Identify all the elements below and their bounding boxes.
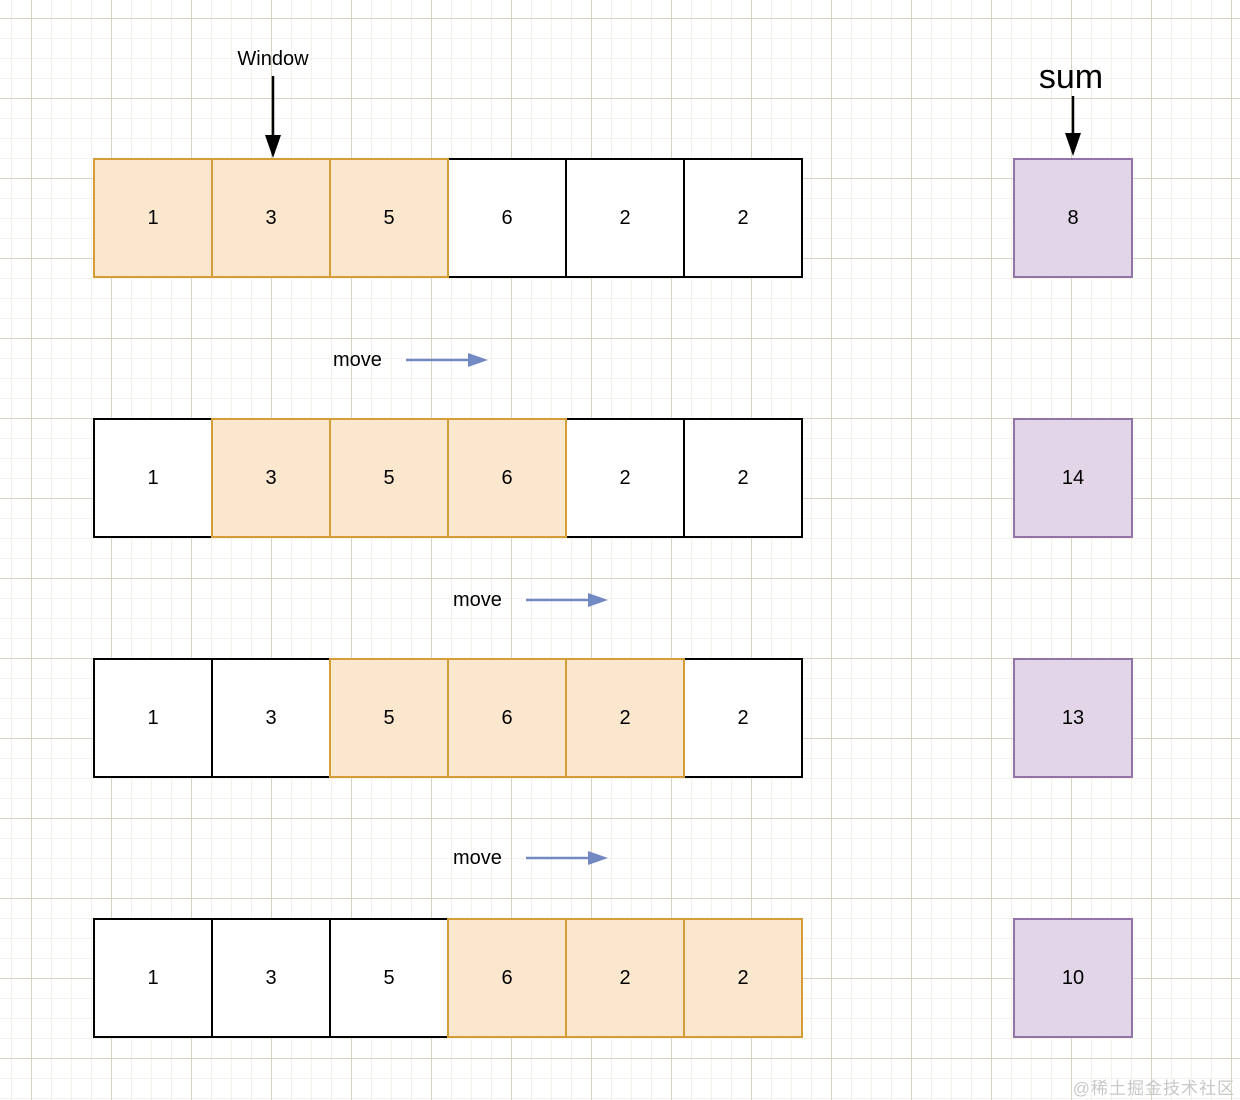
move-label: move [453, 589, 502, 611]
sum-box-1: 8 [1013, 158, 1133, 278]
window-pointer-arrow-icon [265, 76, 281, 158]
array-cell: 5 [329, 658, 449, 778]
move-arrow-icon [525, 593, 608, 607]
window-label: Window [237, 48, 309, 70]
array-cell: 2 [683, 658, 803, 778]
array-cell: 6 [447, 658, 567, 778]
array-cell: 6 [447, 158, 567, 278]
array-cell: 2 [683, 418, 803, 538]
array-cell: 3 [211, 418, 331, 538]
array-cell: 1 [93, 658, 213, 778]
array-cell: 6 [447, 418, 567, 538]
sum-title: sum [1038, 58, 1104, 96]
array-cell: 6 [447, 918, 567, 1038]
move-label: move [453, 847, 502, 869]
array-cell: 2 [683, 158, 803, 278]
array-cell: 2 [565, 418, 685, 538]
array-row-2: 1 3 5 6 2 2 [93, 418, 803, 538]
array-cell: 2 [565, 918, 685, 1038]
array-cell: 1 [93, 158, 213, 278]
array-row-3: 1 3 5 6 2 2 [93, 658, 803, 778]
array-cell: 5 [329, 158, 449, 278]
move-arrow-icon [405, 353, 488, 367]
move-arrow-icon [525, 851, 608, 865]
sum-box-3: 13 [1013, 658, 1133, 778]
array-row-4: 1 3 5 6 2 2 [93, 918, 803, 1038]
array-cell: 2 [565, 158, 685, 278]
move-indicator-1: move [333, 349, 489, 371]
array-cell: 2 [683, 918, 803, 1038]
sum-box-2: 14 [1013, 418, 1133, 538]
move-label: move [333, 349, 382, 371]
array-cell: 3 [211, 158, 331, 278]
array-cell: 3 [211, 918, 331, 1038]
array-cell: 3 [211, 658, 331, 778]
array-cell: 5 [329, 918, 449, 1038]
array-cell: 1 [93, 418, 213, 538]
move-indicator-2: move [453, 589, 609, 611]
array-cell: 5 [329, 418, 449, 538]
sum-box-4: 10 [1013, 918, 1133, 1038]
move-indicator-3: move [453, 847, 609, 869]
sum-pointer-arrow-icon [1065, 96, 1081, 156]
array-cell: 1 [93, 918, 213, 1038]
array-cell: 2 [565, 658, 685, 778]
watermark: @稀土掘金技术社区 [1072, 1079, 1235, 1098]
array-row-1: 1 3 5 6 2 2 [93, 158, 803, 278]
